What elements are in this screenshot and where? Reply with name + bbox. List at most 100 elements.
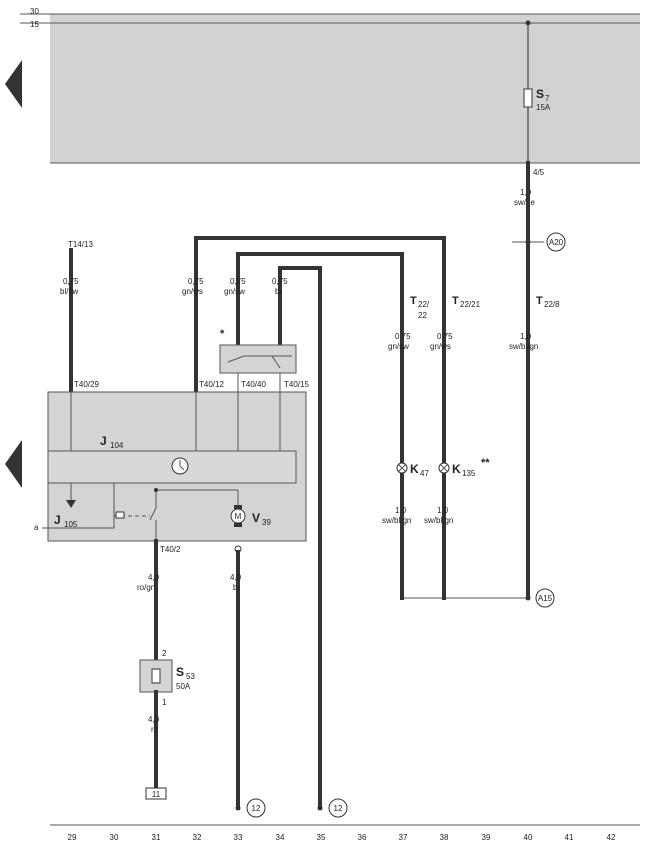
wire-a-color: sw/ge xyxy=(514,198,535,207)
timer-icon xyxy=(171,457,189,475)
junction-dot xyxy=(525,595,531,601)
column-number: 33 xyxy=(234,833,243,842)
wire-a-size: 1,0 xyxy=(520,188,532,197)
wire-38-size: 0,75 xyxy=(437,332,453,341)
junction-dot xyxy=(317,805,323,811)
t22-22-sub: 22/ xyxy=(418,300,430,309)
fuse-s53-pin-bottom: 1 xyxy=(162,698,167,707)
fuse-s7-name: S xyxy=(536,87,544,101)
motor-letter: M xyxy=(235,512,242,521)
column-number: 34 xyxy=(276,833,285,842)
diode-icon xyxy=(66,500,76,508)
pin-t40-40: T40/40 xyxy=(241,380,266,389)
pin-t40-2: T40/2 xyxy=(160,545,181,554)
k47-name: K xyxy=(410,462,419,476)
connector-a20 xyxy=(546,232,566,252)
column-number: 35 xyxy=(317,833,326,842)
ground-12b-circle xyxy=(328,798,348,818)
pin-t40-29: T40/29 xyxy=(74,380,99,389)
t14-label: T14/13 xyxy=(68,240,93,249)
wire-37-size: 0,75 xyxy=(395,332,411,341)
wire-k47-size: 1,0 xyxy=(395,506,407,515)
motor-cap-icon xyxy=(234,523,242,527)
connector-a15 xyxy=(535,588,555,608)
ground-11-box xyxy=(145,787,167,800)
page-left-arrow-icon[interactable] xyxy=(5,60,22,108)
j105-name: J xyxy=(54,513,61,527)
wire-33-color: gn/sw xyxy=(224,287,245,296)
k135-name: K xyxy=(452,462,461,476)
k135-sub: 135 xyxy=(462,469,476,478)
wire-32-size: 0,75 xyxy=(188,277,204,286)
junction-dot xyxy=(525,239,531,245)
fuse-s53-rating: 50A xyxy=(176,682,191,691)
wire-k135-size: 1,0 xyxy=(437,506,449,515)
wire-33-big-size: 4,0 xyxy=(230,573,242,582)
a20-label: A20 xyxy=(549,238,564,247)
column-number: 42 xyxy=(607,833,616,842)
column-number: 38 xyxy=(440,833,449,842)
fuse-s7-sub: 7 xyxy=(545,94,550,103)
fuse-s53-sub: 53 xyxy=(186,672,195,681)
column-number: 36 xyxy=(358,833,367,842)
wire-31-color: ro/gn xyxy=(137,583,155,592)
column-number: 40 xyxy=(524,833,533,842)
j104-sub: 104 xyxy=(110,441,124,450)
ground-12b-label: 12 xyxy=(334,804,343,813)
wire-31-size: 4,0 xyxy=(148,573,160,582)
column-number: 32 xyxy=(193,833,202,842)
column-scale: 29 30 31 32 33 34 35 36 37 38 39 40 41 4… xyxy=(68,833,616,842)
pin-t40-15: T40/15 xyxy=(284,380,309,389)
fuse-s53-pin-top: 2 xyxy=(162,649,167,658)
fuse-s53-icon xyxy=(151,668,161,684)
lamp-k135-icon xyxy=(438,462,450,474)
pin-t40-12: T40/12 xyxy=(199,380,224,389)
column-number: 37 xyxy=(399,833,408,842)
t22-21-sub: 22/21 xyxy=(460,300,481,309)
column-number: 31 xyxy=(152,833,161,842)
top-panel xyxy=(50,14,640,163)
wire-38-color: gn/ws xyxy=(430,342,451,351)
lamp-k47-icon xyxy=(396,462,408,474)
t22-8-sub: 22/8 xyxy=(544,300,560,309)
rail-15-label: 15 xyxy=(30,20,39,29)
v39-name: V xyxy=(252,511,260,525)
wire-ro-color: ro xyxy=(151,725,159,734)
wire-34-size: 0,75 xyxy=(272,277,288,286)
k47-sub: 47 xyxy=(420,469,429,478)
rail-30-label: 30 xyxy=(30,7,39,16)
t22-21-name: T xyxy=(452,295,459,307)
v39-sub: 39 xyxy=(262,518,271,527)
ground-11-label: 11 xyxy=(152,790,161,799)
switch-box xyxy=(219,344,297,374)
ground-12a-label: 12 xyxy=(252,804,261,813)
side-label-a: a xyxy=(34,523,39,532)
fuse-s7-icon xyxy=(523,88,533,108)
a15-label: A15 xyxy=(538,594,553,603)
column-number: 41 xyxy=(565,833,574,842)
wire-ro-size: 4,0 xyxy=(148,715,160,724)
switch-contact-icon xyxy=(227,355,292,369)
wire-37-color: gn/sw xyxy=(388,342,409,351)
wire-33-big-color: br xyxy=(233,583,240,592)
relay-contact-icon xyxy=(149,490,157,541)
wire-40-color: sw/bl/gn xyxy=(509,342,538,351)
wire-40-size: 1,0 xyxy=(520,332,532,341)
switch-asterisk: * xyxy=(220,328,225,340)
column-number: 39 xyxy=(482,833,491,842)
j104-name: J xyxy=(100,434,107,448)
wire-29-size: 0,75 xyxy=(63,277,79,286)
t22-8-name: T xyxy=(536,295,543,307)
motor-cap-icon xyxy=(234,505,242,509)
junction-dot xyxy=(154,488,158,492)
j105-box xyxy=(47,482,115,529)
junction-dot xyxy=(235,805,241,811)
column-number: 30 xyxy=(110,833,119,842)
ground-12a-circle xyxy=(246,798,266,818)
wire-32-color: gn/ws xyxy=(182,287,203,296)
page-left-arrow-icon[interactable] xyxy=(5,440,22,488)
t22-22-line2: 22 xyxy=(418,311,427,320)
relay-coil-icon xyxy=(115,511,125,519)
